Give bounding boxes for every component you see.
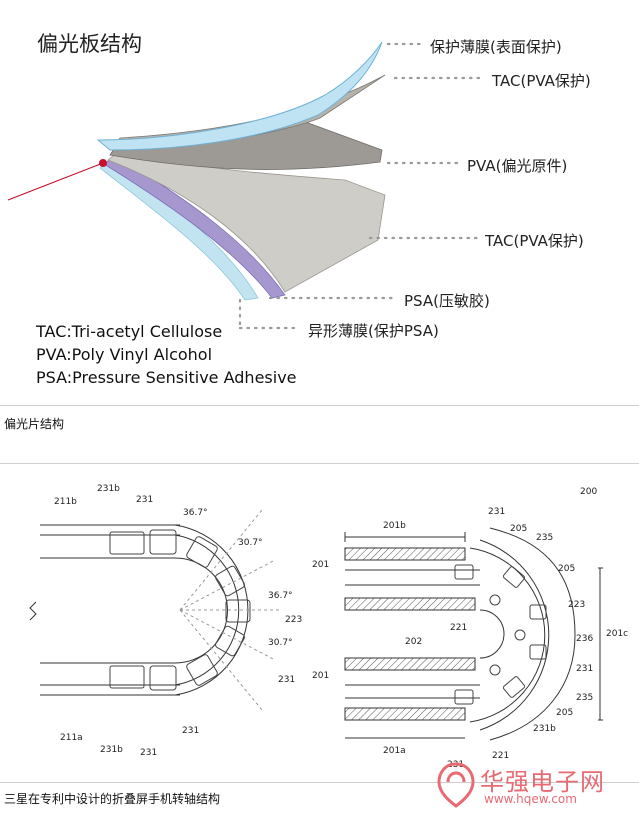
lbl-right-0: 201b xyxy=(383,521,406,531)
lbl-left-3: 36.7° xyxy=(183,508,208,518)
lbl-right-17: 221 xyxy=(492,751,509,761)
layer-tac-lower xyxy=(107,151,386,293)
lbl-left-11: 231 xyxy=(140,748,157,758)
patent-hinge-drawing: 211b 231b 231 36.7° 30.7° 36.7° 30.7° 22… xyxy=(29,484,628,770)
lbl-left-1: 231b xyxy=(97,484,120,494)
label-pva: PVA(偏光原件) xyxy=(467,157,568,175)
label-psa: PSA(压敏胶) xyxy=(404,292,490,310)
lbl-left-0: 211b xyxy=(54,497,77,507)
label-release-film: 异形薄膜(保护PSA) xyxy=(308,322,439,340)
lbl-left-8: 231 xyxy=(278,675,295,685)
lbl-left-10: 231b xyxy=(100,745,123,755)
lbl-right-11: 231 xyxy=(576,664,593,674)
caption-polarizer: 偏光片结构 xyxy=(4,417,65,431)
legend-tac: TAC:Tri-acetyl Cellulose xyxy=(36,322,223,341)
pointer-dot xyxy=(99,159,107,167)
lbl-right-4: 235 xyxy=(536,533,553,543)
lbl-left-12: 231 xyxy=(182,726,199,736)
label-tac-lower: TAC(PVA保护) xyxy=(485,232,584,250)
divider-bottom xyxy=(0,782,639,783)
lbl-right-15: 231b xyxy=(533,724,556,734)
lbl-left-9: 211a xyxy=(60,733,83,743)
label-protective-film: 保护薄膜(表面保护) xyxy=(430,38,562,56)
legend-pva: PVA:Poly Vinyl Alcohol xyxy=(36,345,213,364)
divider-top xyxy=(0,405,639,406)
lbl-right-6: 223 xyxy=(568,600,585,610)
label-tac-upper: TAC(PVA保护) xyxy=(492,72,591,90)
right-hinge-figure xyxy=(344,527,603,741)
lbl-left-5: 36.7° xyxy=(268,591,293,601)
watermark-url: www.hqew.com xyxy=(484,792,577,806)
lbl-right-13: 235 xyxy=(576,693,593,703)
lbl-right-1: 201 xyxy=(312,560,329,570)
left-hinge-figure xyxy=(29,509,280,711)
polarizer-layers-illustration xyxy=(7,41,487,330)
watermark-name: 华强电子网 xyxy=(480,768,605,796)
fig-number: 200 xyxy=(580,487,597,497)
lbl-right-8: 236 xyxy=(576,634,593,644)
diagram-title: 偏光板结构 xyxy=(37,32,142,56)
watermark-logo-icon xyxy=(437,762,475,808)
lbl-left-4: 30.7° xyxy=(238,538,263,548)
layer-protective-film xyxy=(96,41,383,151)
lbl-right-2: 231 xyxy=(488,507,505,517)
lbl-right-16: 201a xyxy=(383,746,406,756)
legend-psa: PSA:Pressure Sensitive Adhesive xyxy=(36,368,297,387)
lbl-right-12: 201 xyxy=(312,671,329,681)
lbl-right-14: 205 xyxy=(556,708,573,718)
lbl-right-3: 205 xyxy=(510,524,527,534)
lbl-left-2: 231 xyxy=(136,495,153,505)
divider-middle xyxy=(0,463,639,464)
pointer-line xyxy=(7,162,104,201)
lbl-right-9: 201c xyxy=(606,629,628,639)
lbl-left-7: 223 xyxy=(285,615,302,625)
lbl-right-7: 221 xyxy=(450,623,467,633)
layer-psa xyxy=(103,155,286,299)
lbl-right-5: 205 xyxy=(558,564,575,574)
lbl-left-6: 30.7° xyxy=(268,638,293,648)
lbl-right-10: 202 xyxy=(405,637,422,647)
caption-hinge: 三星在专利中设计的折叠屏手机转轴结构 xyxy=(4,792,221,806)
